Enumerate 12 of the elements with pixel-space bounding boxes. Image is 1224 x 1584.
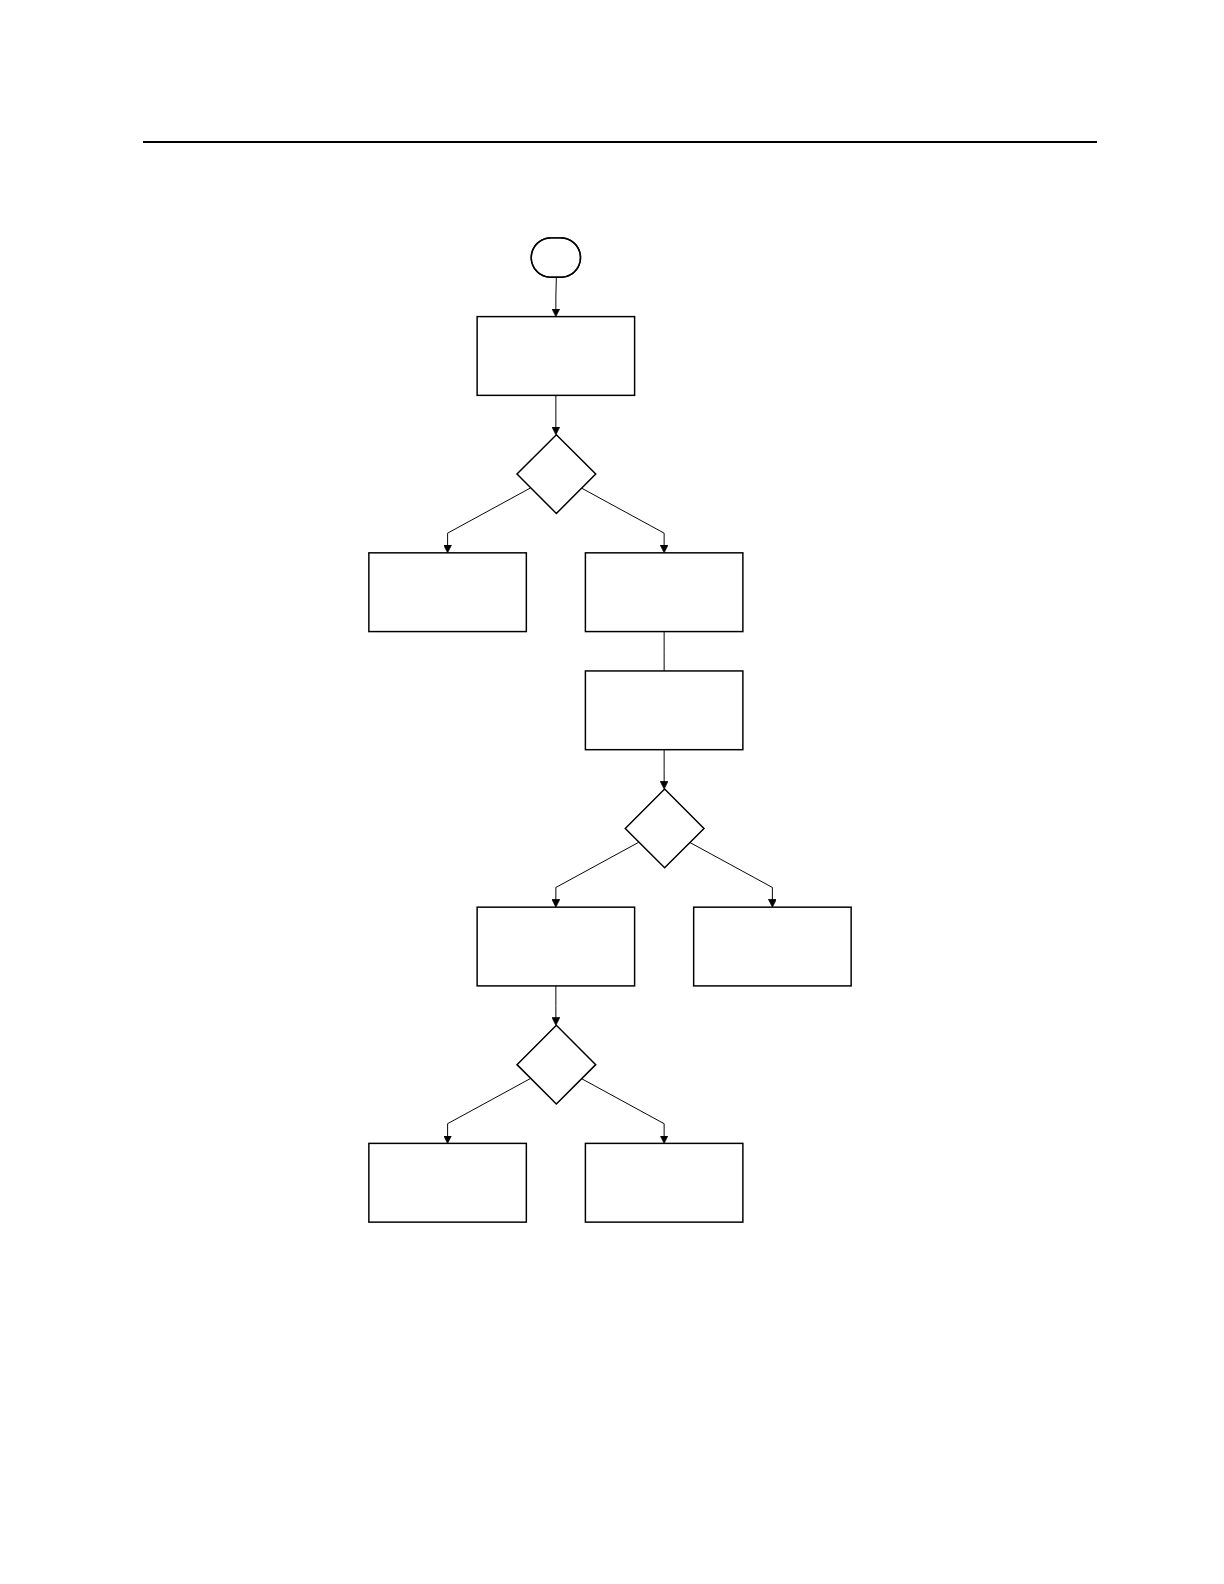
node-box — [368, 1142, 528, 1223]
node-box — [584, 670, 744, 751]
node-diamond — [624, 788, 706, 869]
node-diamond — [515, 433, 597, 515]
node-box — [368, 552, 528, 633]
node-diamond — [515, 1024, 597, 1106]
node-box — [476, 906, 636, 987]
node-box — [476, 315, 636, 397]
node-box — [584, 1142, 744, 1223]
node-box — [584, 552, 744, 633]
connector — [663, 631, 665, 672]
node-box — [692, 906, 852, 987]
